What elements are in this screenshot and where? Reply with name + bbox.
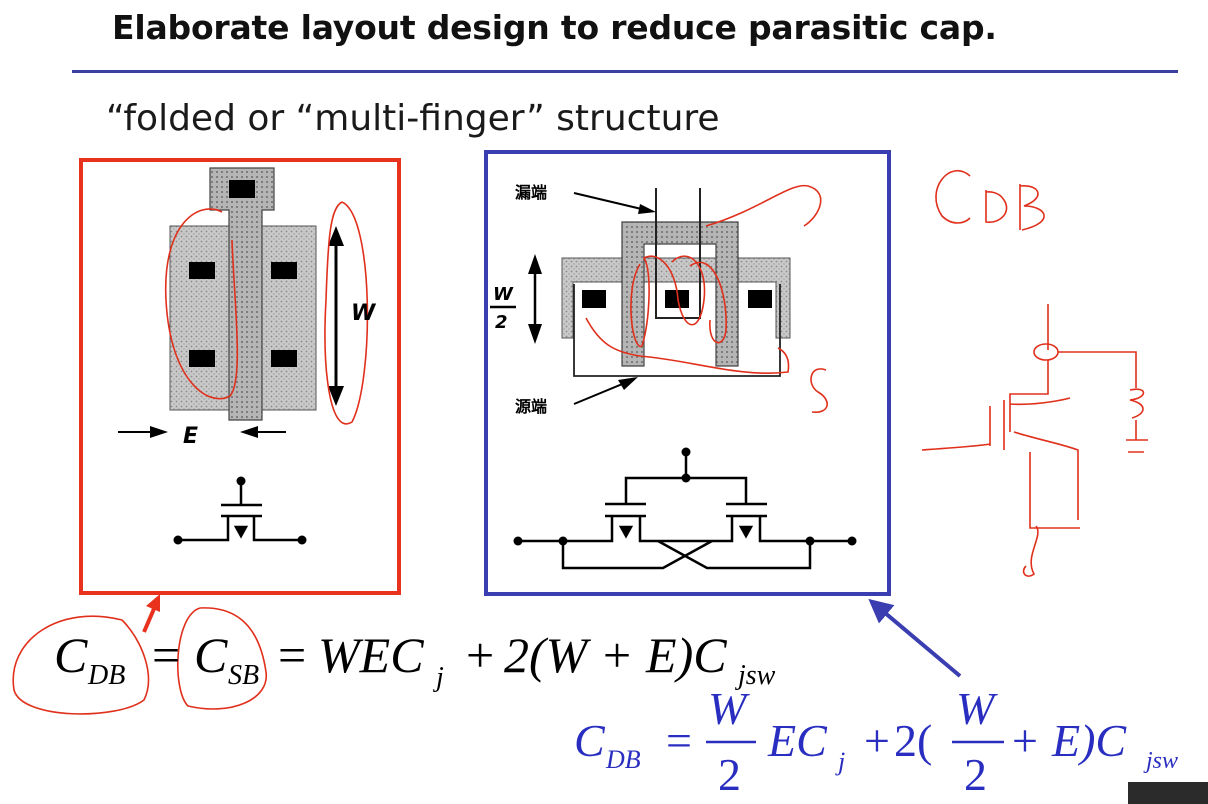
ink-circle — [177, 607, 267, 710]
half-width-num: W — [493, 284, 514, 305]
svg-text:W: W — [708, 683, 750, 734]
contact — [189, 350, 215, 367]
width-label: W — [351, 301, 377, 326]
svg-text:+: + — [1012, 715, 1038, 766]
svg-text:=: = — [666, 715, 692, 766]
svg-text:EC: EC — [767, 715, 828, 766]
gate-contact — [229, 180, 255, 198]
right-highlight-box — [484, 150, 891, 596]
svg-text:C: C — [194, 627, 228, 683]
drain-label: 漏端 — [515, 183, 547, 202]
video-thumbnail[interactable] — [1128, 782, 1208, 804]
svg-text:C: C — [574, 715, 606, 766]
svg-text:SB: SB — [228, 660, 259, 691]
svg-text:=: = — [278, 627, 306, 683]
edge-label: E — [183, 424, 198, 449]
svg-text:W: W — [956, 683, 998, 734]
multi-finger-layout — [484, 150, 891, 596]
ink-d — [985, 190, 1008, 223]
svg-text:2(: 2( — [894, 715, 932, 766]
ink-circle — [324, 201, 369, 425]
ink-b — [1019, 184, 1045, 231]
svg-text:2(W + E)C: 2(W + E)C — [504, 627, 727, 683]
ink-s — [810, 368, 828, 413]
contact — [271, 262, 297, 279]
blue-pointer-arrow — [868, 598, 962, 678]
folded-transistor-symbol — [518, 452, 852, 570]
svg-text:DB: DB — [87, 660, 125, 691]
svg-text:2: 2 — [718, 749, 741, 800]
title-divider — [72, 70, 1178, 73]
svg-text:C: C — [54, 627, 88, 683]
svg-text:j: j — [433, 662, 444, 693]
drain-metal — [655, 188, 701, 319]
svg-text:E)C: E)C — [1051, 715, 1127, 766]
svg-text:DB: DB — [605, 745, 641, 774]
svg-text:jsw: jsw — [735, 660, 776, 691]
svg-text:+: + — [466, 627, 494, 683]
contact — [271, 350, 297, 367]
gate-fingers — [621, 221, 739, 367]
svg-text:jsw: jsw — [1143, 748, 1178, 774]
svg-text:+: + — [864, 715, 890, 766]
source-label: 源端 — [515, 397, 547, 416]
half-width-den: 2 — [495, 312, 508, 333]
drain-arrow — [573, 192, 651, 212]
slide-title: Elaborate layout design to reduce parasi… — [112, 8, 997, 47]
svg-text:WEC: WEC — [318, 627, 424, 683]
source-metal — [573, 284, 781, 377]
single-finger-layout — [79, 158, 401, 595]
svg-text:=: = — [152, 627, 180, 683]
ink-c — [935, 169, 971, 224]
ink-circle — [164, 208, 239, 400]
svg-text:j: j — [835, 747, 845, 776]
svg-text:2: 2 — [964, 749, 987, 800]
single-transistor-symbol — [178, 482, 302, 542]
ink-circle — [12, 615, 150, 715]
equation-single-finger: C DB = C SB = WEC j + 2(W + E)C jsw — [54, 627, 776, 693]
handwritten-ink — [12, 169, 1148, 715]
slide-subtitle: “folded or “multi-finger” structure — [106, 98, 720, 139]
contact — [189, 262, 215, 279]
equation-folded: C DB = W 2 EC j + 2( W 2 + E)C jsw — [574, 683, 1178, 800]
left-highlight-box — [79, 158, 401, 595]
